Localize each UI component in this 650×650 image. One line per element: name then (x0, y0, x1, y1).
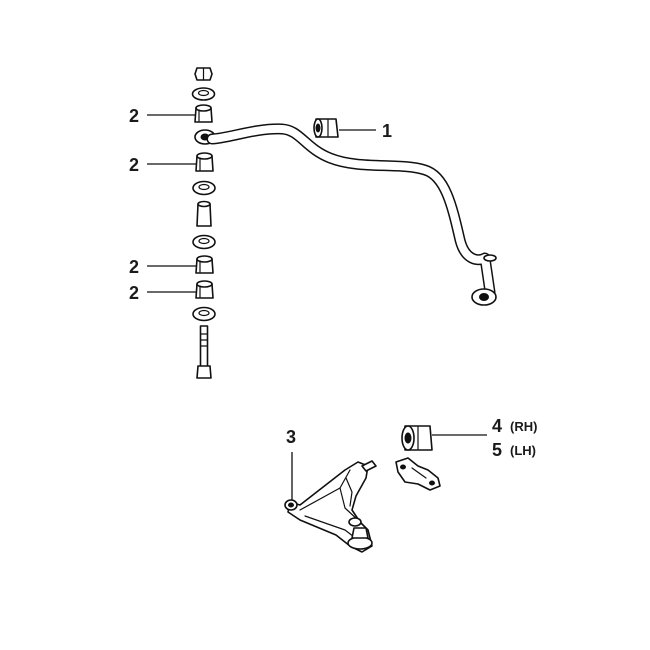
bushing-middle (195, 152, 214, 172)
bushing-bracket (395, 457, 441, 491)
callout-1-number: 1 (382, 121, 392, 141)
bottom-washer (192, 306, 216, 322)
rear-arm-bushing (401, 425, 433, 451)
callout-5-side: (LH) (510, 443, 536, 458)
callout-2d-number: 2 (129, 283, 139, 303)
top-nut (194, 67, 213, 81)
link-bolt (196, 325, 212, 379)
callout-4-side: (RH) (510, 419, 537, 434)
callout-labels: 1 2 2 2 2 3 4 (RH) 5 (LH) (129, 106, 537, 460)
lower-control-arm (284, 460, 377, 553)
bar-mount-bushing (313, 118, 339, 138)
middle-washer (192, 180, 216, 196)
callout-3-number: 3 (286, 427, 296, 447)
callout-4-number: 4 (492, 416, 502, 436)
leader-lines (147, 114, 487, 500)
callout-2a-number: 2 (129, 106, 139, 126)
callout-5-number: 5 (492, 440, 502, 460)
stabilizer-link-stack (191, 67, 216, 379)
callout-2b-number: 2 (129, 155, 139, 175)
top-washer (191, 87, 216, 101)
stabilizer-bar (206, 123, 497, 306)
bushing-upper (194, 104, 213, 123)
callout-2c-number: 2 (129, 257, 139, 277)
spacer-sleeve (196, 200, 212, 227)
lower-washer (192, 234, 216, 250)
bushing-lower-1 (195, 255, 214, 274)
bushing-lower-2 (195, 280, 214, 299)
